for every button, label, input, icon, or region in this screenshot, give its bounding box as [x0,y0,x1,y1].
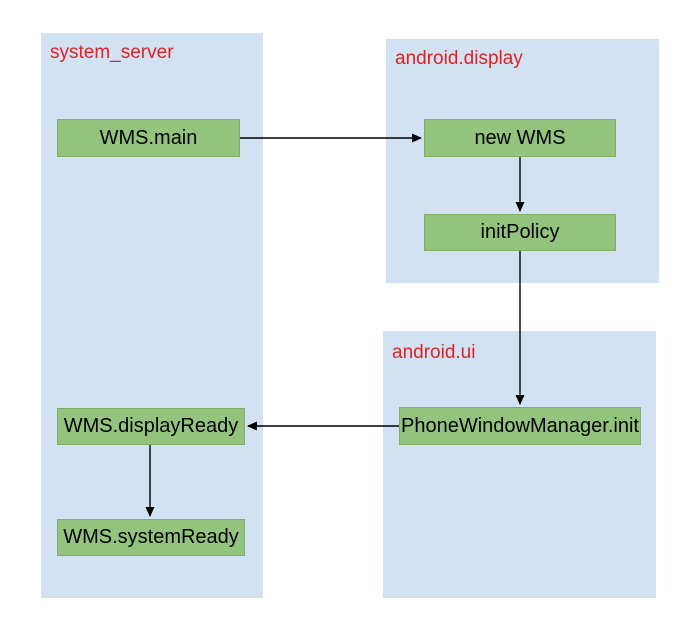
node-wms-main: WMS.main [57,119,240,157]
node-wms-display-ready: WMS.displayReady [57,408,245,445]
node-init-policy: initPolicy [424,214,616,251]
region-android-display-label: android.display [395,48,523,69]
region-system-server: system_server [41,33,263,598]
region-system-server-label: system_server [50,42,174,63]
region-android-ui: android.ui [383,331,656,598]
node-new-wms: new WMS [424,119,616,157]
region-android-ui-label: android.ui [392,342,476,363]
node-wms-system-ready: WMS.systemReady [57,519,245,556]
node-phonewindowmanager-init: PhoneWindowManager.init [399,407,641,445]
